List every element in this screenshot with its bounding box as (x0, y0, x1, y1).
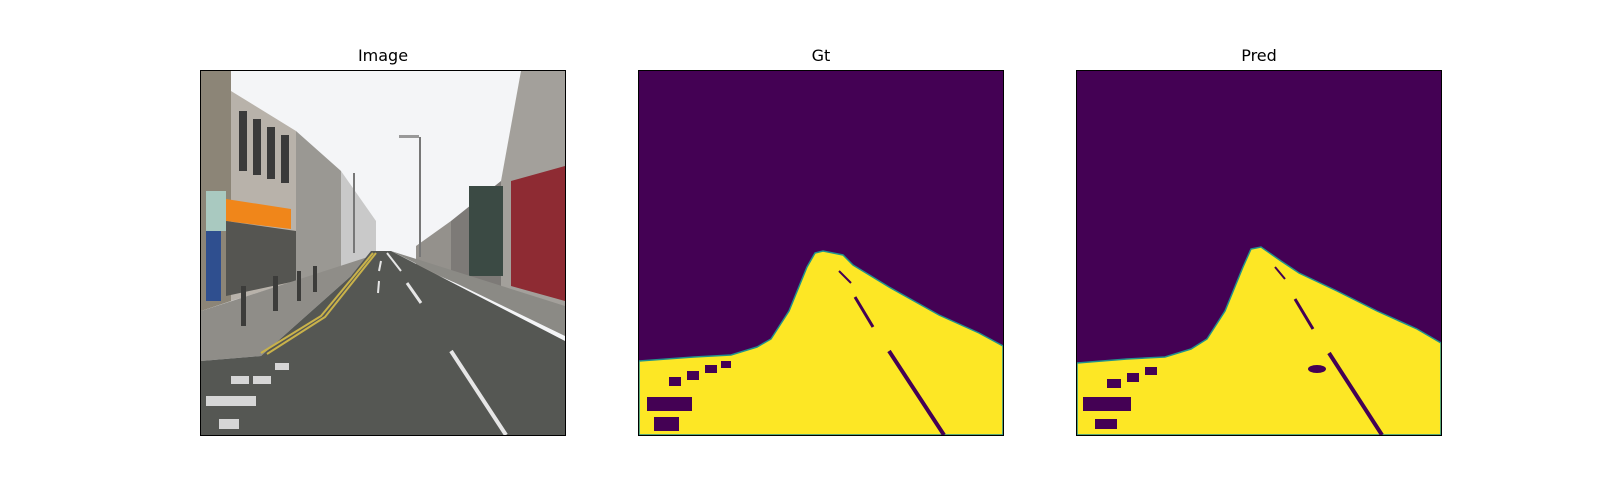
panel-gt: Gt (638, 0, 1004, 500)
pred-mask (1076, 70, 1442, 436)
street-photo-drawing (201, 71, 565, 435)
panel-title-image: Image (357, 46, 409, 65)
panel-image: Image (200, 0, 566, 500)
panel-title-pred: Pred (1241, 46, 1277, 65)
panel-pred: Pred (1076, 0, 1442, 500)
gt-mask (638, 70, 1004, 436)
street-photo (200, 70, 566, 436)
pred-mask-drawing (1077, 71, 1441, 435)
gt-mask-drawing (639, 71, 1003, 435)
panel-title-gt: Gt (811, 46, 831, 65)
